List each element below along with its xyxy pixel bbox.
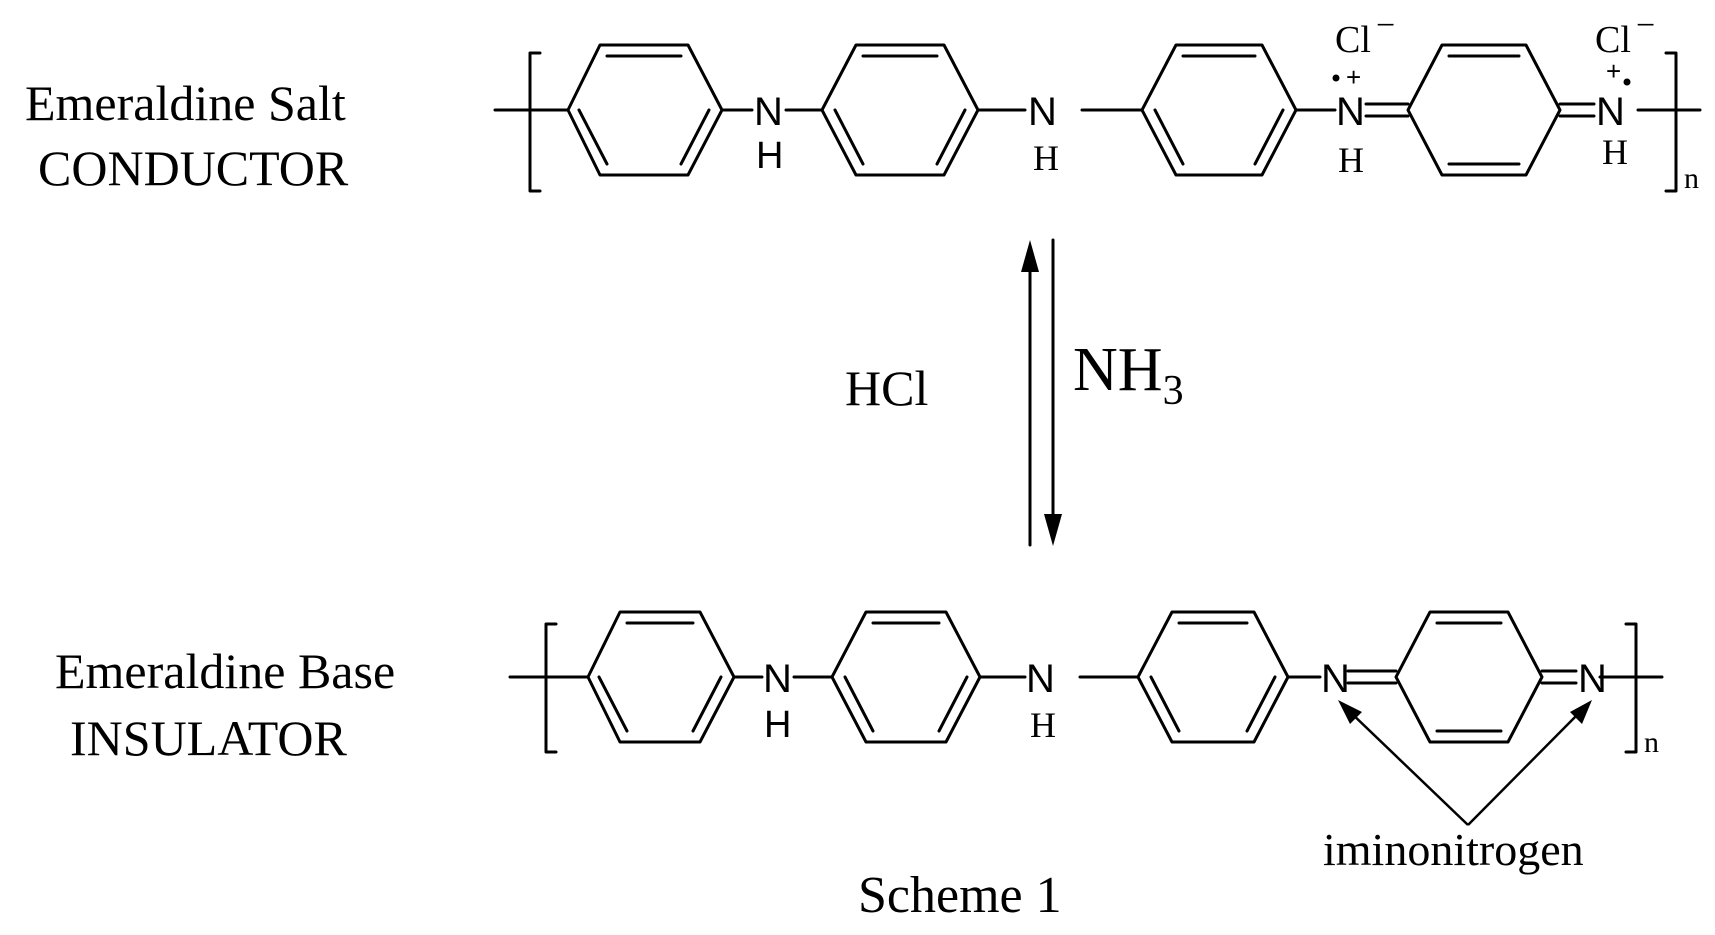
base-imine-n-3: N xyxy=(1321,657,1350,701)
salt-chloride-charge-3: − xyxy=(1376,7,1395,44)
imine-pointer-right-head xyxy=(1570,700,1592,724)
base-ring-4 xyxy=(1394,610,1544,744)
imine-pointer-left-head xyxy=(1338,700,1362,724)
base-amine-n-1: N xyxy=(763,657,792,701)
salt-left-bracket xyxy=(528,51,542,193)
ammonia-formula-subscript: 3 xyxy=(1163,368,1184,414)
base-ring-2-double-bonds xyxy=(843,621,969,733)
base-amine-h-1: H xyxy=(764,704,791,746)
salt-ring-1-double-bonds xyxy=(577,54,711,166)
insulator-label: INSULATOR xyxy=(70,710,348,766)
up-arrow-head xyxy=(1021,240,1039,272)
base-ring-4-double-bonds xyxy=(1435,621,1503,733)
base-left-bracket xyxy=(544,622,558,754)
salt-ring-2-double-bonds xyxy=(833,54,967,166)
salt-chloride-charge-4: − xyxy=(1636,7,1655,44)
salt-amine-h-2: H xyxy=(1033,138,1059,178)
salt-amine-h-1: H xyxy=(756,135,783,177)
salt-iminium-h-4: H xyxy=(1602,132,1628,172)
salt-iminium-n-3: N xyxy=(1336,90,1365,134)
salt-right-bracket xyxy=(1664,51,1678,193)
salt-repeat-index: n xyxy=(1684,162,1699,195)
hcl-reagent-label: HCl xyxy=(845,360,928,416)
salt-iminium-h-3: H xyxy=(1338,140,1364,180)
base-repeat-index: n xyxy=(1644,726,1659,759)
down-arrow-head xyxy=(1044,514,1062,546)
salt-chloride-3: Cl xyxy=(1335,19,1371,61)
conductor-label: CONDUCTOR xyxy=(38,140,349,196)
base-right-bracket xyxy=(1624,622,1638,754)
emeraldine-base-structure: Emeraldine Base INSULATOR n N H N H N xyxy=(55,610,1664,875)
base-double-bond-7 xyxy=(1540,669,1578,685)
salt-chloride-4: Cl xyxy=(1595,19,1631,61)
ammonia-reagent-label: NH3 xyxy=(1073,336,1184,414)
emeraldine-base-label: Emeraldine Base xyxy=(55,643,395,699)
imine-pointer-left xyxy=(1347,709,1469,826)
base-ring-3 xyxy=(1136,610,1290,744)
salt-plus-3: + xyxy=(1346,62,1361,92)
base-amine-n-2: N xyxy=(1026,657,1055,701)
imine-pointer-right xyxy=(1467,709,1583,826)
salt-ring-4-double-bonds xyxy=(1447,54,1521,166)
base-ring-2 xyxy=(830,610,982,744)
iminonitrogen-label: iminonitrogen xyxy=(1323,824,1584,875)
scheme-caption: Scheme 1 xyxy=(858,867,1062,924)
salt-double-bond-6 xyxy=(1364,102,1410,118)
base-imine-n-4: N xyxy=(1578,657,1607,701)
base-ring-1 xyxy=(586,610,736,744)
emeraldine-salt-structure: Emeraldine Salt CONDUCTOR n N H N H N xyxy=(25,7,1702,196)
salt-ring-1 xyxy=(566,43,724,177)
base-amine-h-2: H xyxy=(1030,705,1056,745)
equilibrium-arrows: HCl NH3 xyxy=(845,238,1184,547)
salt-ring-3 xyxy=(1140,43,1298,177)
salt-radical-dot-3 xyxy=(1332,74,1340,82)
salt-ring-4 xyxy=(1406,43,1562,177)
salt-plus-4: + xyxy=(1606,56,1621,86)
emeraldine-salt-label: Emeraldine Salt xyxy=(25,75,346,131)
salt-amine-n-2: N xyxy=(1028,90,1057,134)
base-double-bond-6 xyxy=(1346,669,1398,685)
base-ring-3-double-bonds xyxy=(1149,621,1277,733)
salt-iminium-n-4: N xyxy=(1596,90,1625,134)
base-ring-1-double-bonds xyxy=(597,621,723,733)
salt-radical-dot-4 xyxy=(1623,78,1631,86)
salt-double-bond-7 xyxy=(1558,102,1596,118)
salt-ring-2 xyxy=(820,43,980,177)
salt-amine-n-1: N xyxy=(754,90,783,134)
ammonia-formula-base: NH xyxy=(1073,336,1163,404)
salt-ring-3-double-bonds xyxy=(1153,54,1285,166)
